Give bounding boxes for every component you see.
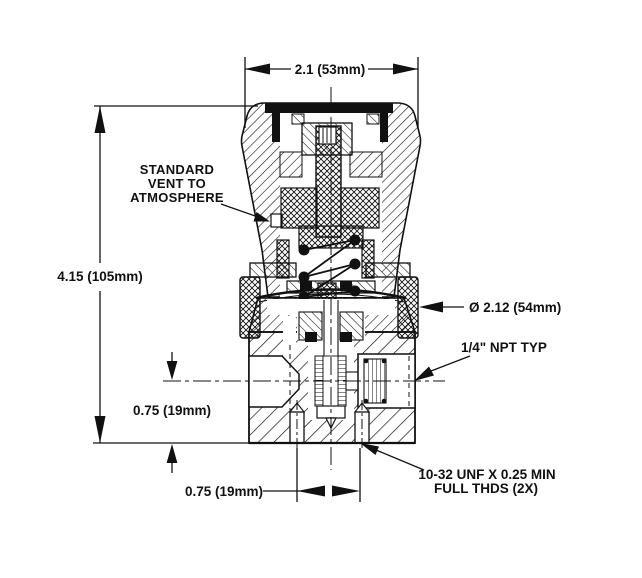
arrowhead [393, 63, 418, 75]
width-dimension-label: 2.1 (53mm) [295, 62, 366, 77]
vent-annotation: STANDARD VENT TO ATMOSPHERE [130, 162, 270, 222]
arrowhead [245, 63, 270, 75]
regulator-cross-section [163, 87, 445, 470]
arrowhead [166, 361, 178, 380]
dimension-port-height: 0.75 (19mm) [133, 352, 211, 473]
vent-label-line1: STANDARD [140, 162, 214, 177]
thread-spec-line2: FULL THDS (2X) [434, 481, 538, 496]
arrowhead [297, 485, 325, 497]
diameter-annotation: Ø 2.12 (54mm) [419, 300, 561, 315]
hole-spacing-dimension-label: 0.75 (19mm) [185, 484, 263, 499]
leader-arrowhead [419, 301, 443, 313]
thread-spec-annotation: 10-32 UNF X 0.25 MIN FULL THDS (2X) [360, 443, 556, 496]
leader-arrowhead [414, 366, 434, 381]
dimension-hole-spacing: 0.75 (19mm) [185, 448, 361, 502]
vent-hole [270, 213, 283, 228]
dimension-height: 4.15 (105mm) [57, 105, 258, 444]
centerlines [163, 87, 445, 470]
npt-annotation: 1/4" NPT TYP [414, 340, 547, 381]
npt-label: 1/4" NPT TYP [461, 340, 547, 355]
vent-label-line2: VENT TO [148, 176, 206, 191]
arrowhead [94, 416, 106, 443]
height-dimension-label: 4.15 (105mm) [57, 269, 143, 284]
port-height-dimension-label: 0.75 (19mm) [133, 403, 211, 418]
knob-cap-band [265, 103, 393, 113]
dimension-width: 2.1 (53mm) [244, 57, 419, 128]
leader-arrowhead [253, 212, 270, 222]
leader-arrowhead [360, 443, 379, 455]
arrowhead [94, 106, 106, 133]
diameter-label: Ø 2.12 (54mm) [469, 300, 561, 315]
arrowhead [332, 485, 360, 497]
left-port [248, 355, 300, 408]
arrowhead [166, 444, 178, 463]
thread-spec-line1: 10-32 UNF X 0.25 MIN [418, 467, 555, 482]
valve-body-section [247, 297, 417, 445]
vent-label-line3: ATMOSPHERE [130, 190, 224, 205]
